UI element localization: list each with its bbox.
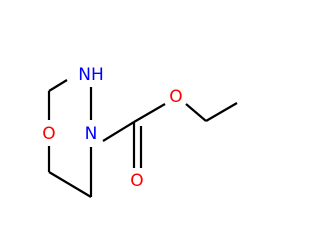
bond-ester-o-ch2 [185,103,207,122]
bond-c-ester-o [133,103,166,123]
bond-ch2-nh [48,79,68,92]
bond-ch2-ch3 [205,102,238,122]
molecule-structure: NH N O O O [42,65,238,198]
atom-label-nh: NH [78,65,104,85]
atom-label-o-ester: O [169,87,182,107]
bond-ch2-ch2 [48,171,92,198]
atom-label-n: N [85,124,98,144]
atom-label-o-ring: O [42,124,55,144]
bond-n-carbonyl-c [102,121,135,142]
structure-canvas: NH N O O O [42,65,238,198]
atom-label-o-carbonyl: O [130,171,143,191]
